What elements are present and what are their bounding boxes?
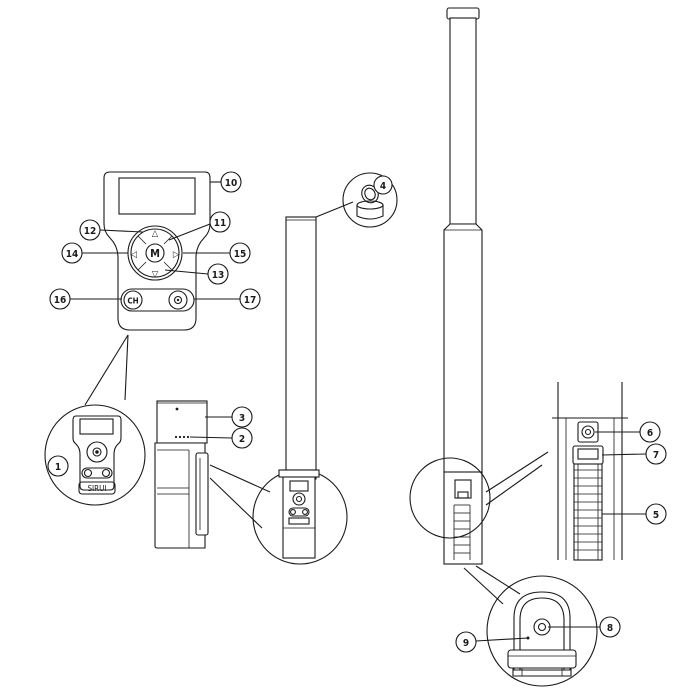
callout-10: 10 bbox=[220, 171, 242, 193]
callout-3: 3 bbox=[231, 406, 253, 428]
power-button[interactable] bbox=[168, 290, 188, 310]
brand-plate bbox=[78, 481, 116, 495]
tall-pole-upper bbox=[449, 17, 477, 225]
remote-magnified-view: SIRUI bbox=[44, 404, 146, 506]
bottom-view-detail bbox=[486, 575, 598, 687]
svg-text:9: 9 bbox=[463, 638, 469, 649]
leader-lines bbox=[70, 181, 647, 642]
callout-8: 8 bbox=[599, 616, 621, 638]
svg-text:7: 7 bbox=[653, 450, 659, 461]
callout-12: 12 bbox=[79, 219, 101, 241]
remote-control: M △ ▽ ◁ ▷ CH bbox=[103, 171, 211, 331]
callout-6: 6 bbox=[639, 421, 661, 443]
ladder-strip bbox=[573, 463, 603, 561]
svg-text:8: 8 bbox=[607, 623, 613, 634]
short-pole-tube bbox=[285, 216, 317, 480]
callout-5: 5 bbox=[645, 503, 667, 525]
svg-text:15: 15 bbox=[234, 249, 247, 260]
svg-text:3: 3 bbox=[239, 413, 245, 424]
button-pod bbox=[120, 288, 195, 312]
holder-top bbox=[156, 400, 208, 444]
tall-pole-cap bbox=[446, 7, 480, 20]
svg-text:14: 14 bbox=[66, 249, 79, 260]
svg-text:12: 12 bbox=[84, 226, 97, 237]
callout-14: 14 bbox=[61, 242, 83, 264]
tall-pole bbox=[443, 7, 483, 565]
svg-text:4: 4 bbox=[380, 181, 386, 192]
callout-17: 17 bbox=[239, 288, 261, 310]
remote-holder bbox=[154, 400, 209, 549]
right-arrow-icon: ▷ bbox=[173, 250, 180, 260]
callout-11: 11 bbox=[209, 211, 231, 233]
cap-detail bbox=[342, 172, 398, 228]
menu-button-label: M bbox=[150, 247, 160, 260]
callout-15: 15 bbox=[229, 242, 251, 264]
svg-text:6: 6 bbox=[647, 428, 653, 439]
left-arrow-icon: ◁ bbox=[130, 250, 137, 260]
short-pole bbox=[285, 201, 354, 480]
callout-4: 4 bbox=[373, 175, 393, 195]
up-arrow-icon: △ bbox=[152, 229, 159, 239]
svg-text:17: 17 bbox=[244, 295, 257, 306]
ch-button[interactable] bbox=[123, 290, 143, 310]
svg-text:16: 16 bbox=[54, 295, 67, 306]
svg-text:11: 11 bbox=[214, 218, 227, 229]
brand-label: SIRUI bbox=[87, 484, 106, 493]
ch-button-label: CH bbox=[127, 297, 138, 306]
callout-2: 2 bbox=[231, 427, 253, 449]
tall-pole-base bbox=[443, 471, 483, 565]
pole-base-body bbox=[282, 469, 316, 559]
holder-clip bbox=[195, 452, 209, 536]
short-pole-base-detail bbox=[252, 469, 348, 565]
tall-pole-lower bbox=[443, 223, 483, 473]
remote-screen bbox=[118, 177, 196, 215]
svg-text:10: 10 bbox=[225, 178, 238, 189]
menu-button[interactable] bbox=[145, 243, 165, 263]
svg-text:13: 13 bbox=[212, 270, 225, 281]
callout-7: 7 bbox=[645, 443, 667, 465]
callout-16: 16 bbox=[49, 288, 71, 310]
svg-text:1: 1 bbox=[55, 462, 61, 473]
down-arrow-icon: ▽ bbox=[152, 270, 159, 280]
callout-13: 13 bbox=[207, 263, 229, 285]
callout-9: 9 bbox=[455, 631, 477, 653]
base-enlarged-detail bbox=[552, 382, 628, 561]
svg-text:5: 5 bbox=[653, 510, 659, 521]
callout-1: 1 bbox=[47, 455, 69, 477]
svg-text:2: 2 bbox=[239, 434, 245, 445]
